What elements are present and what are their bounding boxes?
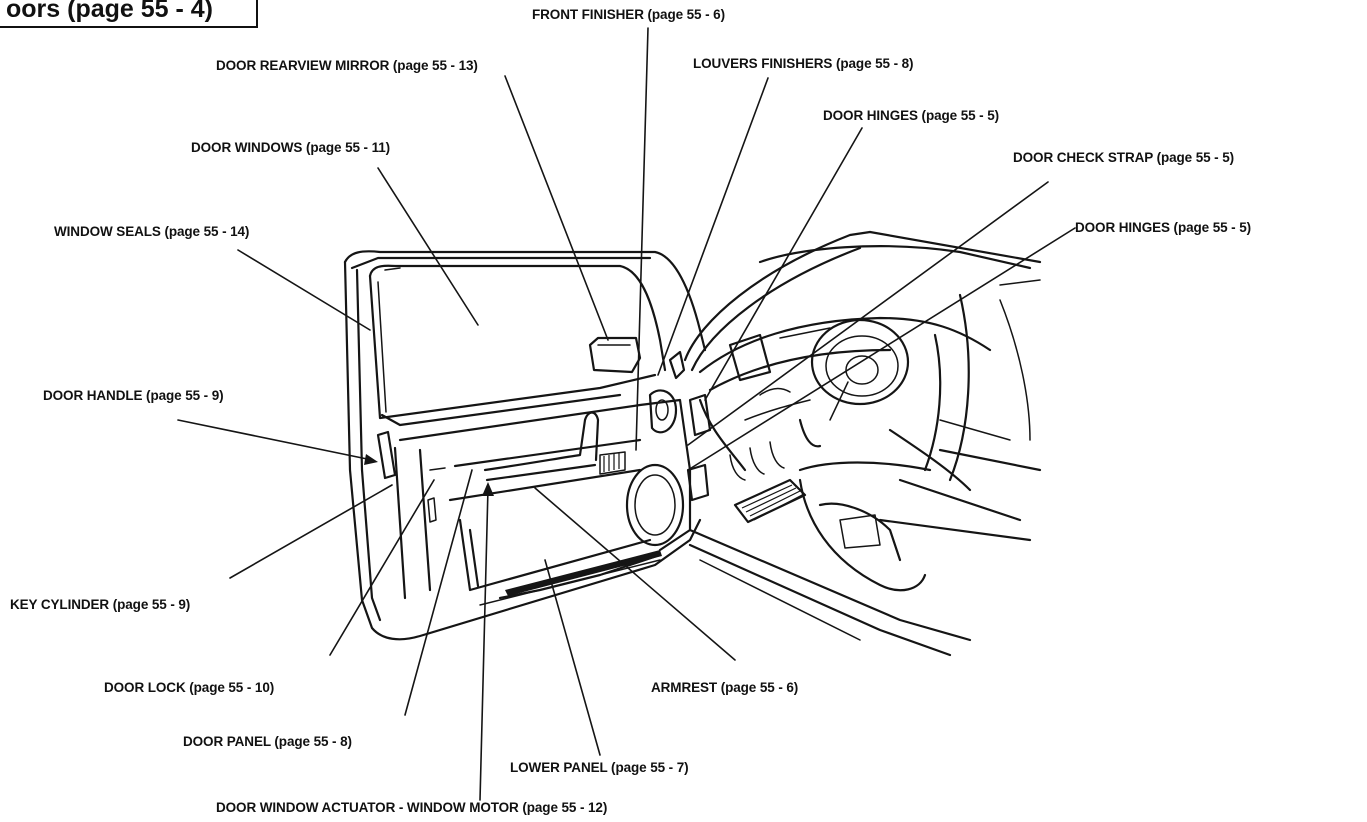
leader-door-hinges-upper: [704, 127, 863, 401]
dashboard: [698, 316, 992, 481]
leader-door-panel: [404, 469, 473, 716]
label-door-window-actuator: DOOR WINDOW ACTUATOR - WINDOW MOTOR (pag…: [216, 800, 608, 815]
leader-check-strap: [687, 181, 1049, 446]
leader-front-finisher: [635, 27, 649, 451]
leader-window-actuator: [479, 487, 489, 801]
leader-door-hinges-lower: [687, 227, 1076, 471]
label-armrest: ARMREST (page 55 - 6): [651, 680, 799, 695]
label-lower-panel: LOWER PANEL (page 55 - 7): [510, 760, 689, 775]
armrest-shape: [483, 411, 626, 482]
label-door-hinges-lower: DOOR HINGES (page 55 - 5): [1075, 220, 1252, 235]
steering-wheel: [810, 318, 910, 421]
label-door-windows: DOOR WINDOWS (page 55 - 11): [191, 140, 391, 155]
leader-lower-panel: [544, 559, 601, 756]
label-door-panel: DOOR PANEL (page 55 - 8): [183, 734, 352, 749]
label-key-cylinder: KEY CYLINDER (page 55 - 9): [10, 597, 191, 612]
leader-door-windows: [377, 167, 479, 326]
label-door-lock: DOOR LOCK (page 55 - 10): [104, 680, 275, 695]
door-edge-hardware: [376, 430, 437, 523]
windshield-and-pillar: [683, 230, 1042, 372]
door-speaker: [625, 463, 685, 547]
label-door-rearview-mirror: DOOR REARVIEW MIRROR (page 55 - 13): [216, 58, 478, 73]
label-door-hinges-upper: DOOR HINGES (page 55 - 5): [823, 108, 1000, 123]
label-front-finisher: FRONT FINISHER (page 55 - 6): [532, 7, 725, 22]
leader-rearview-mirror: [504, 75, 609, 341]
seat-and-body: [798, 293, 1042, 592]
section-title: oors (page 55 - 4): [0, 0, 258, 28]
leader-window-seals: [237, 249, 371, 331]
leader-armrest: [534, 487, 736, 661]
door-inner-panel: [393, 398, 692, 606]
floor-and-pedals: [688, 478, 972, 657]
leader-door-handle: [177, 419, 373, 461]
label-window-seals: WINDOW SEALS (page 55 - 14): [54, 224, 250, 239]
label-louvers-finishers: LOUVERS FINISHERS (page 55 - 8): [693, 56, 914, 71]
arrow-window-actuator: [482, 482, 494, 496]
door-frame: [343, 250, 707, 641]
hinges: [686, 393, 712, 502]
leader-door-lock: [329, 479, 435, 656]
window-seal-frame: [368, 264, 667, 427]
rearview-mirror: [588, 336, 642, 374]
leader-louvers: [657, 77, 769, 376]
leader-key-cylinder: [229, 484, 393, 579]
front-finisher: [648, 350, 686, 434]
label-door-handle: DOOR HANDLE (page 55 - 9): [43, 388, 224, 403]
label-door-check-strap: DOOR CHECK STRAP (page 55 - 5): [1013, 150, 1235, 165]
arrow-door-handle: [364, 454, 378, 465]
leader-lines: [177, 27, 1076, 801]
